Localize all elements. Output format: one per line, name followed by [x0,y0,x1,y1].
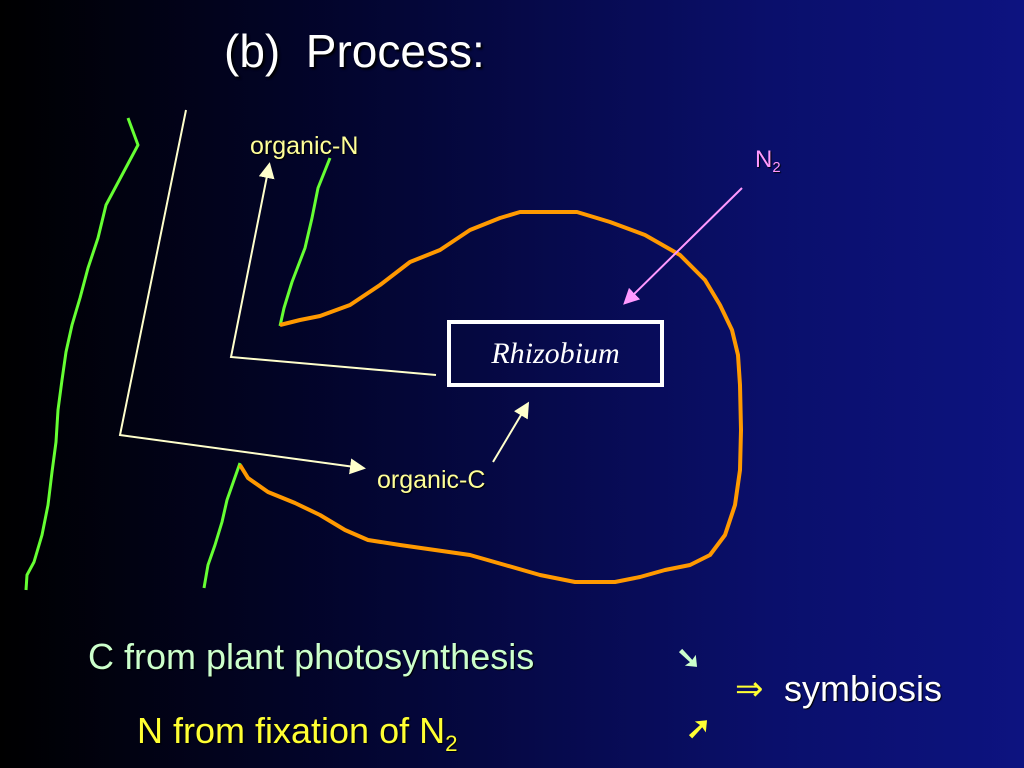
organic-c-label: organic-C [377,466,486,494]
arrow-down-right-icon: ➘ [676,642,702,675]
organic-n-label: organic-N [250,132,359,160]
rhizobium-label: Rhizobium [491,336,620,370]
implies-arrow-icon: ⇒ [735,670,764,708]
symbiosis-conclusion: symbiosis [784,668,943,709]
nodule-outline [238,210,743,584]
n2-label-subscript: 2 [772,160,781,177]
summary-carbon-line: C from plant photosynthesis [88,636,535,677]
organic-c-flow-line [118,109,366,475]
organic-c-to-rhizobium-arrow [492,401,530,463]
root-outer-edge [24,117,140,591]
n2-label-base: N [755,146,773,173]
root-inner-edge-upper [278,157,332,327]
slide-title: (b) Process: [224,25,485,77]
summary-nitrogen-subscript: 2 [445,730,458,756]
n2-label: N2 [755,146,781,176]
root-inner-edge-lower [202,462,242,589]
summary-nitrogen-text: N from fixation of N [137,710,446,751]
summary-nitrogen-line: N from fixation of N2 [137,710,458,757]
rhizobium-box: Rhizobium [447,320,664,387]
arrow-up-right-icon: ➚ [686,712,712,745]
organic-n-flow-line [229,162,437,376]
n2-fixation-arrow [623,187,743,305]
